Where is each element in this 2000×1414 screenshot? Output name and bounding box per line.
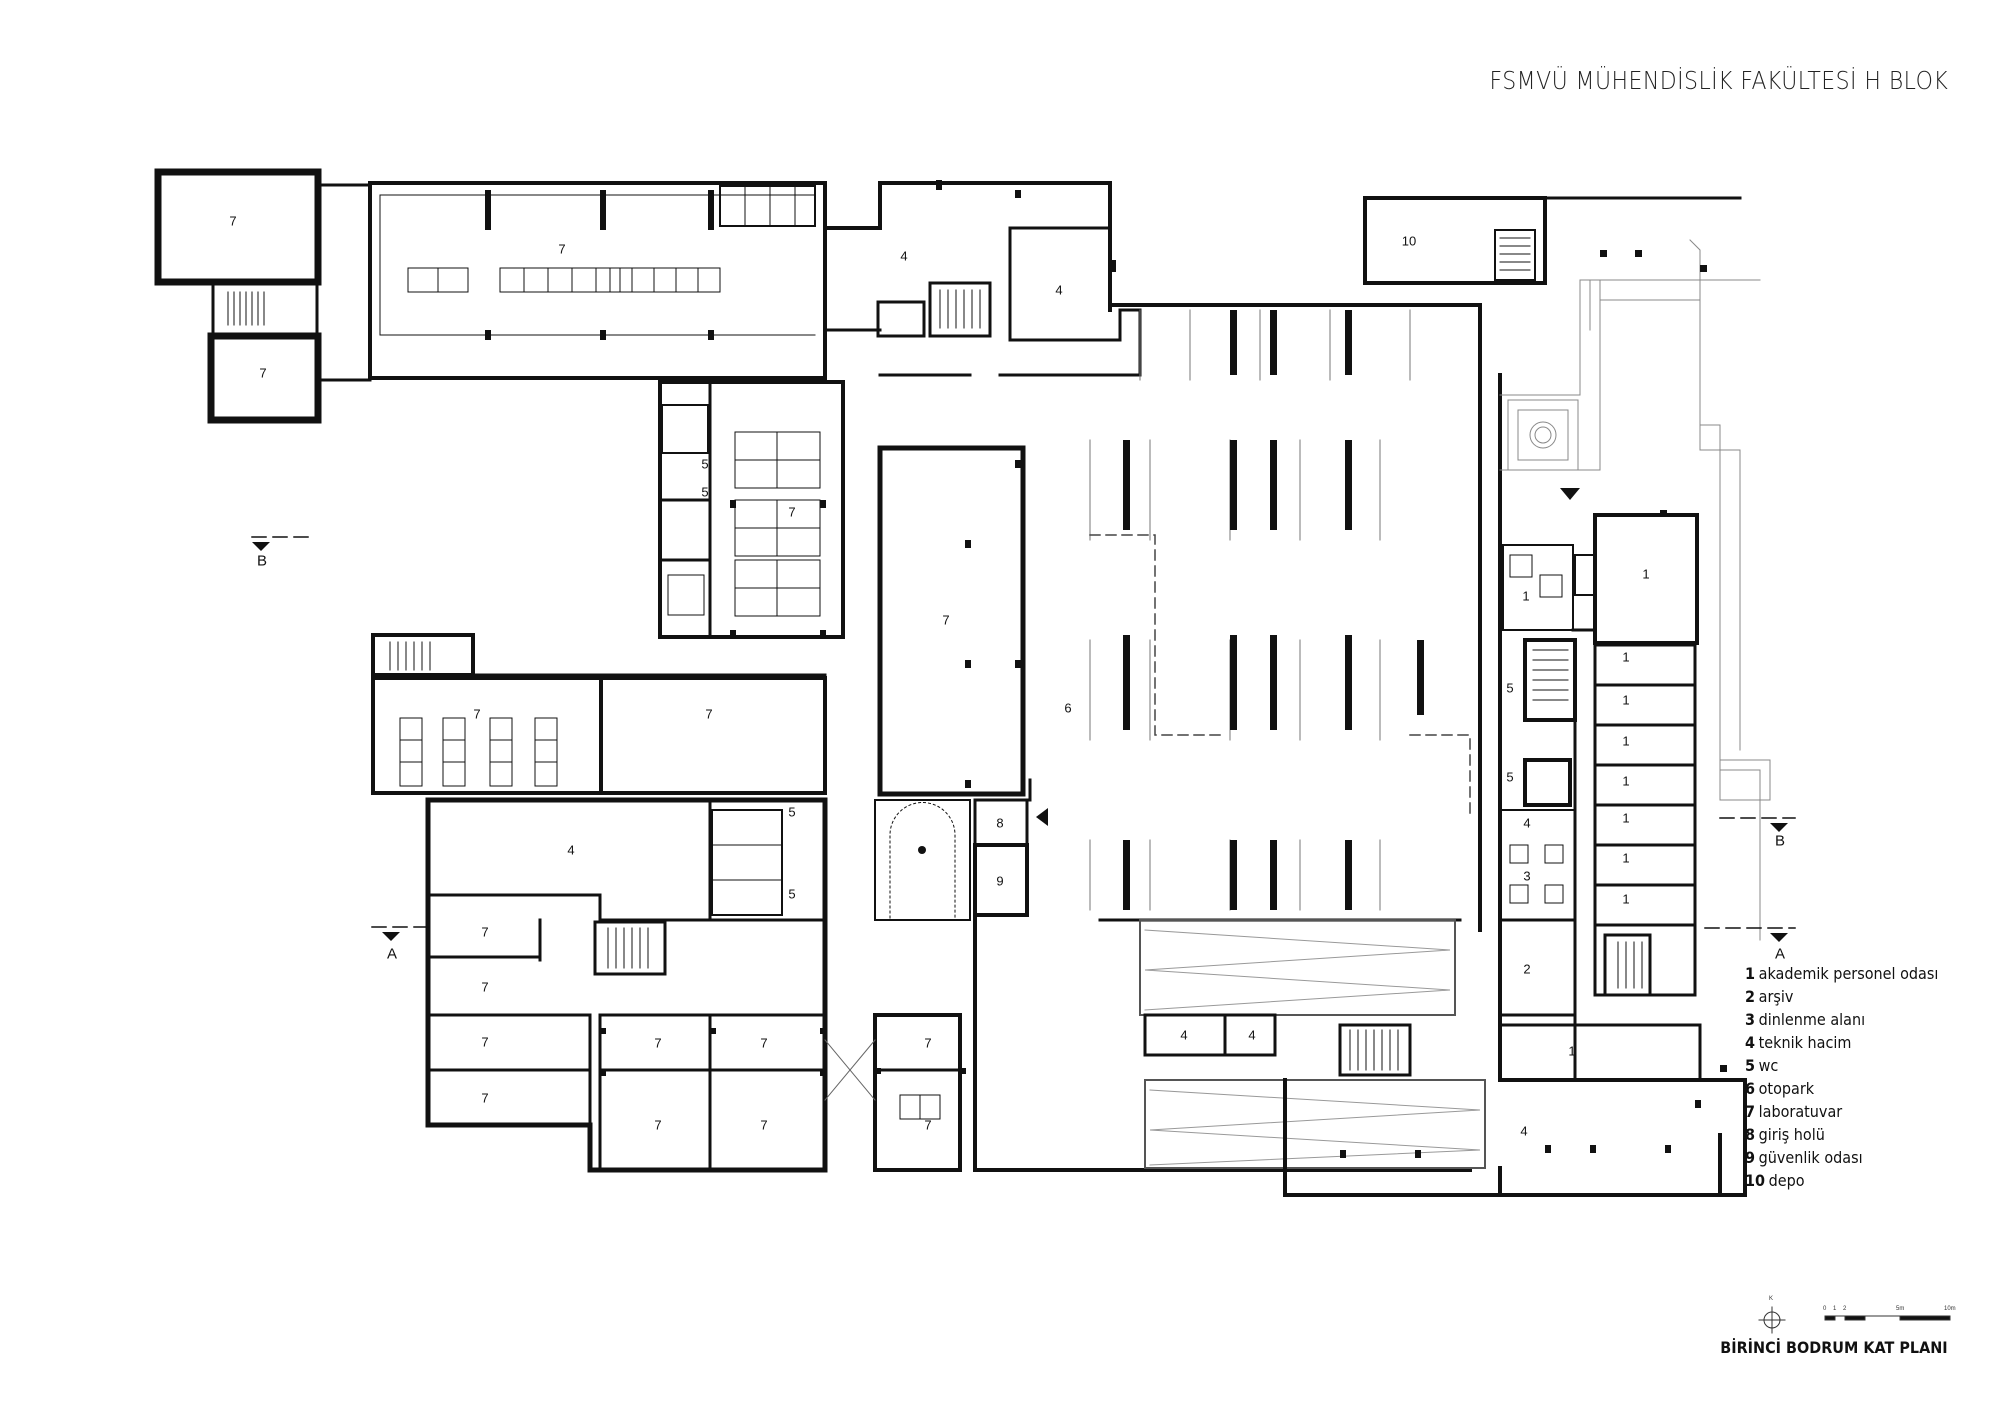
section-label-a: A xyxy=(386,945,398,963)
stair-block xyxy=(211,280,319,338)
room-label: 7 xyxy=(654,1117,662,1133)
room-label: 4 xyxy=(1523,815,1531,831)
room-label: 5 xyxy=(788,886,796,902)
room-label: 7 xyxy=(481,924,489,940)
room-label: 7 xyxy=(760,1035,768,1051)
section-label-a: A xyxy=(1774,945,1786,963)
room-label: 5 xyxy=(788,804,796,820)
room-label: 9 xyxy=(996,873,1004,889)
scale-label: 0 xyxy=(1823,1306,1827,1312)
room-label: 1 xyxy=(1622,649,1630,665)
room-label: 4 xyxy=(900,248,908,264)
structure-columns xyxy=(1123,310,1424,910)
room-label: 7 xyxy=(705,706,713,722)
room-label: 7 xyxy=(788,504,796,520)
scale-label: 5m xyxy=(1896,1306,1905,1312)
room-label: 1 xyxy=(1622,850,1630,866)
room-label: 10 xyxy=(1401,233,1417,249)
room-label: 4 xyxy=(1180,1027,1188,1043)
room-label: 4 xyxy=(1248,1027,1256,1043)
room-label: 5 xyxy=(1506,680,1514,696)
room-outline xyxy=(371,633,475,677)
room-label: 4 xyxy=(567,842,575,858)
room-label: 1 xyxy=(1622,692,1630,708)
room-label: 4 xyxy=(1520,1123,1528,1139)
room-label: 6 xyxy=(1064,700,1072,716)
room-label: 1 xyxy=(1522,588,1530,604)
scale-label: 2 xyxy=(1843,1306,1847,1312)
room-outline xyxy=(599,676,827,795)
scale-label: 10m xyxy=(1944,1306,1956,1312)
room-label: 1 xyxy=(1622,891,1630,907)
room-outline xyxy=(154,168,322,286)
room-label: 5 xyxy=(701,484,709,500)
lab-tables xyxy=(734,431,821,617)
room-outline xyxy=(877,445,1026,797)
room-label: 7 xyxy=(473,706,481,722)
room-outline xyxy=(658,380,845,639)
office-partitions xyxy=(1593,643,1697,997)
room-label: 1 xyxy=(1568,1043,1576,1059)
parking-lines xyxy=(1089,309,1411,911)
room-label: 7 xyxy=(229,213,237,229)
north-label: K xyxy=(1769,1296,1774,1302)
section-label-b: B xyxy=(256,552,268,570)
room-label: 7 xyxy=(259,365,267,381)
plan-title: BİRİNCİ BODRUM KAT PLANI xyxy=(1720,1338,1948,1357)
stair-treads xyxy=(227,291,265,326)
room-label: 8 xyxy=(996,815,1004,831)
scale-bar xyxy=(1824,1315,1951,1321)
courtyard-outline xyxy=(1499,239,1771,941)
room-label: 1 xyxy=(1622,773,1630,789)
room-label: 1 xyxy=(1622,810,1630,826)
room-label: 7 xyxy=(924,1117,932,1133)
room-label: 5 xyxy=(701,456,709,472)
room-label: 3 xyxy=(1523,868,1531,884)
room-label: 7 xyxy=(654,1035,662,1051)
lab-tables xyxy=(407,267,721,293)
lab-tables xyxy=(399,717,558,787)
room-label: 7 xyxy=(558,241,566,257)
room-outline xyxy=(371,676,603,795)
room-label: 2 xyxy=(1523,961,1531,977)
room-label: 7 xyxy=(481,1034,489,1050)
room-label: 7 xyxy=(942,612,950,628)
lounge-furniture xyxy=(1509,844,1564,904)
room-label: 7 xyxy=(481,979,489,995)
structure-columns xyxy=(485,180,1727,1158)
room-label: 7 xyxy=(924,1035,932,1051)
section-markers xyxy=(252,488,1788,942)
room-label: 4 xyxy=(1055,282,1063,298)
room-label: 7 xyxy=(760,1117,768,1133)
room-label: 1 xyxy=(1642,566,1650,582)
room-label: 5 xyxy=(1506,769,1514,785)
room-label: 1 xyxy=(1622,733,1630,749)
scale-label: 1 xyxy=(1833,1306,1837,1312)
section-label-b: B xyxy=(1774,832,1786,850)
page-title: FSMVÜ MÜHENDİSLİK FAKÜLTESİ H BLOK xyxy=(1489,66,1948,95)
room-label: 7 xyxy=(481,1090,489,1106)
north-arrow xyxy=(1758,1306,1786,1334)
